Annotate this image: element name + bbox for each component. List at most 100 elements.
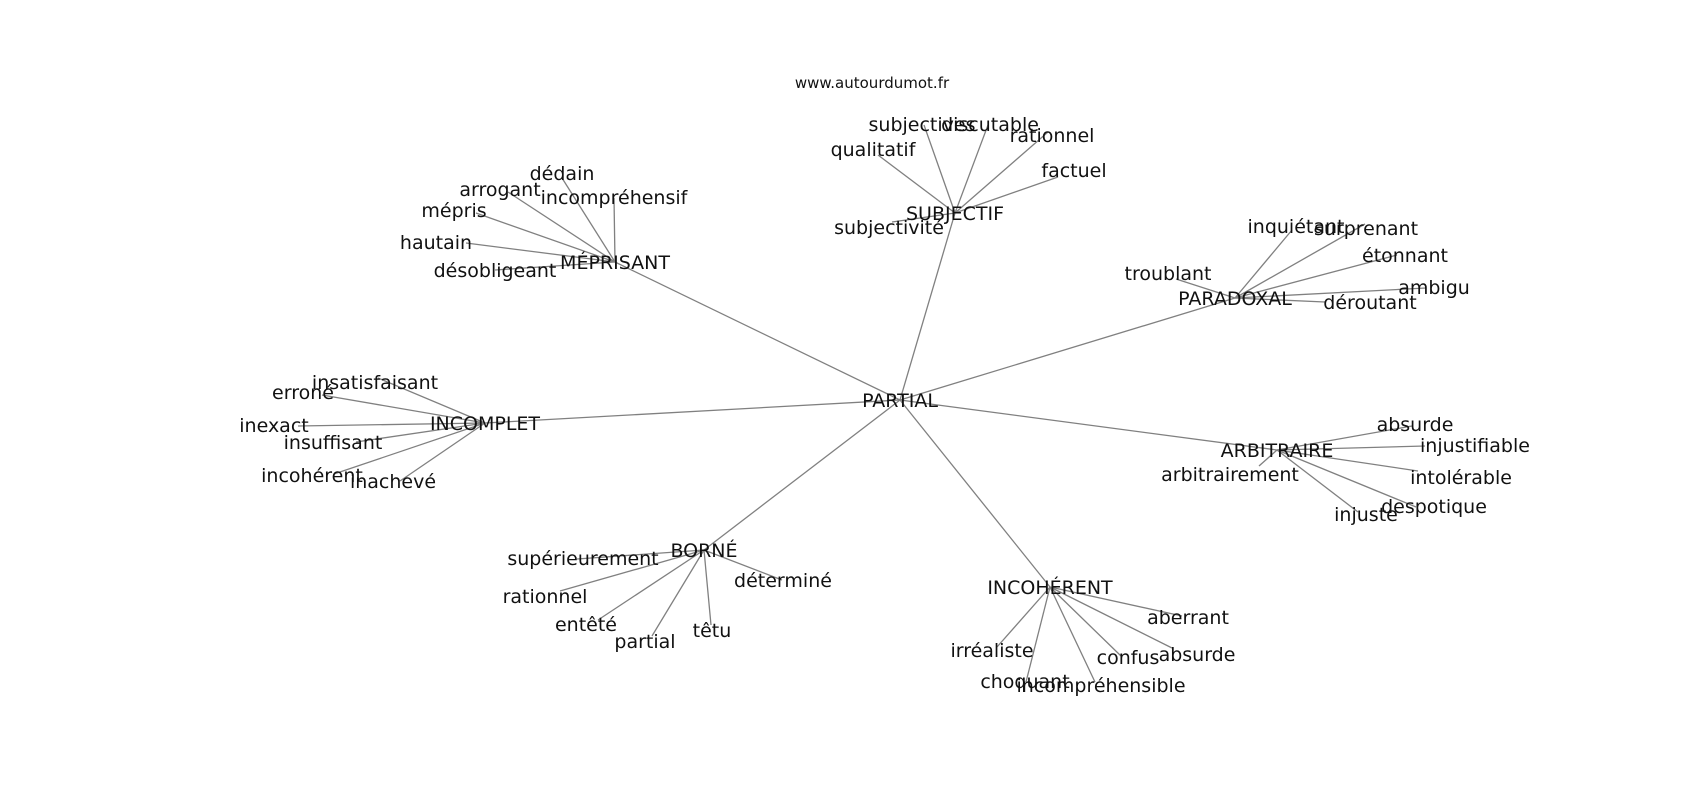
edge-borne-leaf xyxy=(559,549,705,592)
leaf-node-incomplet[interactable]: erroné xyxy=(272,382,334,404)
hub-node-incomplet[interactable]: INCOMPLET xyxy=(430,413,540,435)
edge-borne-leaf xyxy=(576,549,705,560)
edge-arbitraire-leaf xyxy=(1276,449,1417,508)
edge-center-borne xyxy=(703,399,901,551)
leaf-node-paradoxal[interactable]: inquiétant xyxy=(1248,216,1345,238)
edge-paradoxal-leaf xyxy=(1234,223,1366,299)
edge-incomplet-leaf xyxy=(321,394,486,424)
leaf-node-incomplet[interactable]: inexact xyxy=(239,415,308,437)
leaf-node-subjectif[interactable]: subjectives xyxy=(869,114,976,136)
edge-borne-leaf xyxy=(703,549,712,626)
edge-borne-leaf xyxy=(651,549,705,637)
leaf-node-meprisant[interactable]: mépris xyxy=(421,200,486,222)
leaf-node-incoherent[interactable]: confus xyxy=(1097,647,1160,669)
leaf-node-paradoxal[interactable]: troublant xyxy=(1125,263,1212,285)
leaf-node-subjectif[interactable]: factuel xyxy=(1041,160,1106,182)
hub-node-meprisant[interactable]: MÉPRISANT xyxy=(560,251,670,274)
leaf-node-incomplet[interactable]: inachevé xyxy=(350,471,436,493)
edge-meprisant-leaf xyxy=(561,177,616,263)
edge-paradoxal-leaf xyxy=(1234,297,1326,303)
leaf-node-incomplet[interactable]: incohérent xyxy=(261,465,363,487)
leaf-node-incoherent[interactable]: incompréhensible xyxy=(1016,675,1185,697)
edge-incoherent-leaf xyxy=(996,586,1051,648)
edge-arbitraire-leaf xyxy=(1258,449,1278,467)
edge-meprisant-leaf xyxy=(465,242,616,263)
hub-node-incoherent[interactable]: INCOHÉRENT xyxy=(987,576,1113,599)
edge-paradoxal-leaf xyxy=(1234,254,1398,299)
edge-center-incomplet xyxy=(484,399,901,424)
edge-paradoxal-leaf xyxy=(1234,229,1293,299)
leaf-node-borne[interactable]: entêté xyxy=(555,614,617,636)
leaf-node-incomplet[interactable]: insuffisant xyxy=(284,432,383,454)
leaf-node-arbitraire[interactable]: arbitrairement xyxy=(1161,464,1299,486)
edge-arbitraire-leaf xyxy=(1276,449,1419,472)
graph-labels: www.autourdumot.fr PARTIAL subjectivité qu… xyxy=(239,74,1530,697)
edge-meprisant-leaf xyxy=(613,197,616,263)
edge-meprisant-leaf xyxy=(494,261,616,271)
hub-node-paradoxal[interactable]: PARADOXAL xyxy=(1178,288,1292,310)
leaf-node-incomplet[interactable]: insatisfaisant xyxy=(312,372,438,394)
edge-incomplet-leaf xyxy=(297,422,486,427)
edge-subjectif-leaf xyxy=(877,154,956,214)
edge-center-meprisant xyxy=(614,261,901,401)
leaf-node-subjectif[interactable]: discutable xyxy=(941,114,1039,136)
leaf-node-borne[interactable]: supérieurement xyxy=(507,548,658,570)
leaf-node-meprisant[interactable]: dédain xyxy=(530,163,595,185)
leaf-node-arbitraire[interactable]: absurde xyxy=(1377,414,1454,436)
leaf-node-paradoxal[interactable]: déroutant xyxy=(1323,292,1416,314)
hub-node-borne[interactable]: BORNÉ xyxy=(670,539,737,562)
edge-center-incoherent xyxy=(899,399,1051,588)
hub-node-subjectif[interactable]: SUBJECTIF xyxy=(906,203,1004,225)
edge-incomplet-leaf xyxy=(377,377,486,424)
edge-subjectif-leaf xyxy=(891,212,956,223)
leaf-node-meprisant[interactable]: hautain xyxy=(400,232,472,254)
leaf-node-arbitraire[interactable]: injuste xyxy=(1334,504,1398,526)
edge-incoherent-leaf xyxy=(1049,586,1122,657)
leaf-node-subjectif[interactable]: subjectivité xyxy=(834,217,944,239)
leaf-node-paradoxal[interactable]: étonnant xyxy=(1362,245,1448,267)
leaf-node-borne[interactable]: rationnel xyxy=(503,586,588,608)
edge-subjectif-leaf xyxy=(954,176,1059,214)
edge-subjectif-leaf xyxy=(954,124,989,214)
edge-incoherent-leaf xyxy=(1049,586,1173,649)
watermark: www.autourdumot.fr xyxy=(795,74,950,92)
edge-incoherent-leaf xyxy=(1025,586,1051,683)
leaf-node-arbitraire[interactable]: injustifiable xyxy=(1420,435,1530,457)
edge-meprisant-leaf xyxy=(475,212,616,263)
edge-arbitraire-leaf xyxy=(1276,425,1413,451)
leaf-node-meprisant[interactable]: incompréhensif xyxy=(541,187,689,209)
leaf-node-incoherent[interactable]: irréaliste xyxy=(950,640,1033,662)
edge-incomplet-leaf xyxy=(355,422,486,443)
edge-center-arbitraire xyxy=(899,399,1278,451)
edge-arbitraire-leaf xyxy=(1276,449,1359,513)
edge-center-subjectif xyxy=(899,212,956,401)
edge-subjectif-leaf xyxy=(923,124,956,214)
edge-center-paradoxal xyxy=(899,297,1236,401)
edge-borne-leaf xyxy=(597,549,705,621)
leaf-node-incoherent[interactable]: absurde xyxy=(1159,644,1236,666)
leaf-node-meprisant[interactable]: désobligeant xyxy=(434,260,557,282)
graph-edges xyxy=(297,124,1427,683)
leaf-node-borne[interactable]: têtu xyxy=(693,620,732,642)
leaf-node-arbitraire[interactable]: despotique xyxy=(1381,496,1487,518)
leaf-node-subjectif[interactable]: rationnel xyxy=(1010,125,1095,147)
hub-node-arbitraire[interactable]: ARBITRAIRE xyxy=(1221,440,1334,462)
center-node-partial[interactable]: PARTIAL xyxy=(862,390,938,412)
leaf-node-meprisant[interactable]: arrogant xyxy=(459,179,540,201)
leaf-node-arbitraire[interactable]: intolérable xyxy=(1410,467,1512,489)
edge-incomplet-leaf xyxy=(399,422,486,482)
leaf-node-incoherent[interactable]: aberrant xyxy=(1147,607,1229,629)
leaf-node-paradoxal[interactable]: ambigu xyxy=(1398,277,1470,299)
edge-paradoxal-leaf xyxy=(1175,278,1236,299)
leaf-node-paradoxal[interactable]: surprenant xyxy=(1314,218,1418,240)
edge-borne-leaf xyxy=(703,549,783,581)
edge-incoherent-leaf xyxy=(1049,586,1096,683)
leaf-node-incoherent[interactable]: choquant xyxy=(980,671,1069,693)
leaf-node-subjectif[interactable]: qualitatif xyxy=(831,139,917,161)
edge-subjectif-leaf xyxy=(954,131,1049,214)
edge-paradoxal-leaf xyxy=(1234,287,1427,299)
leaf-node-borne[interactable]: partial xyxy=(614,631,675,653)
leaf-node-borne[interactable]: déterminé xyxy=(734,570,832,592)
edge-incoherent-leaf xyxy=(1049,586,1183,617)
edge-meprisant-leaf xyxy=(507,191,616,263)
